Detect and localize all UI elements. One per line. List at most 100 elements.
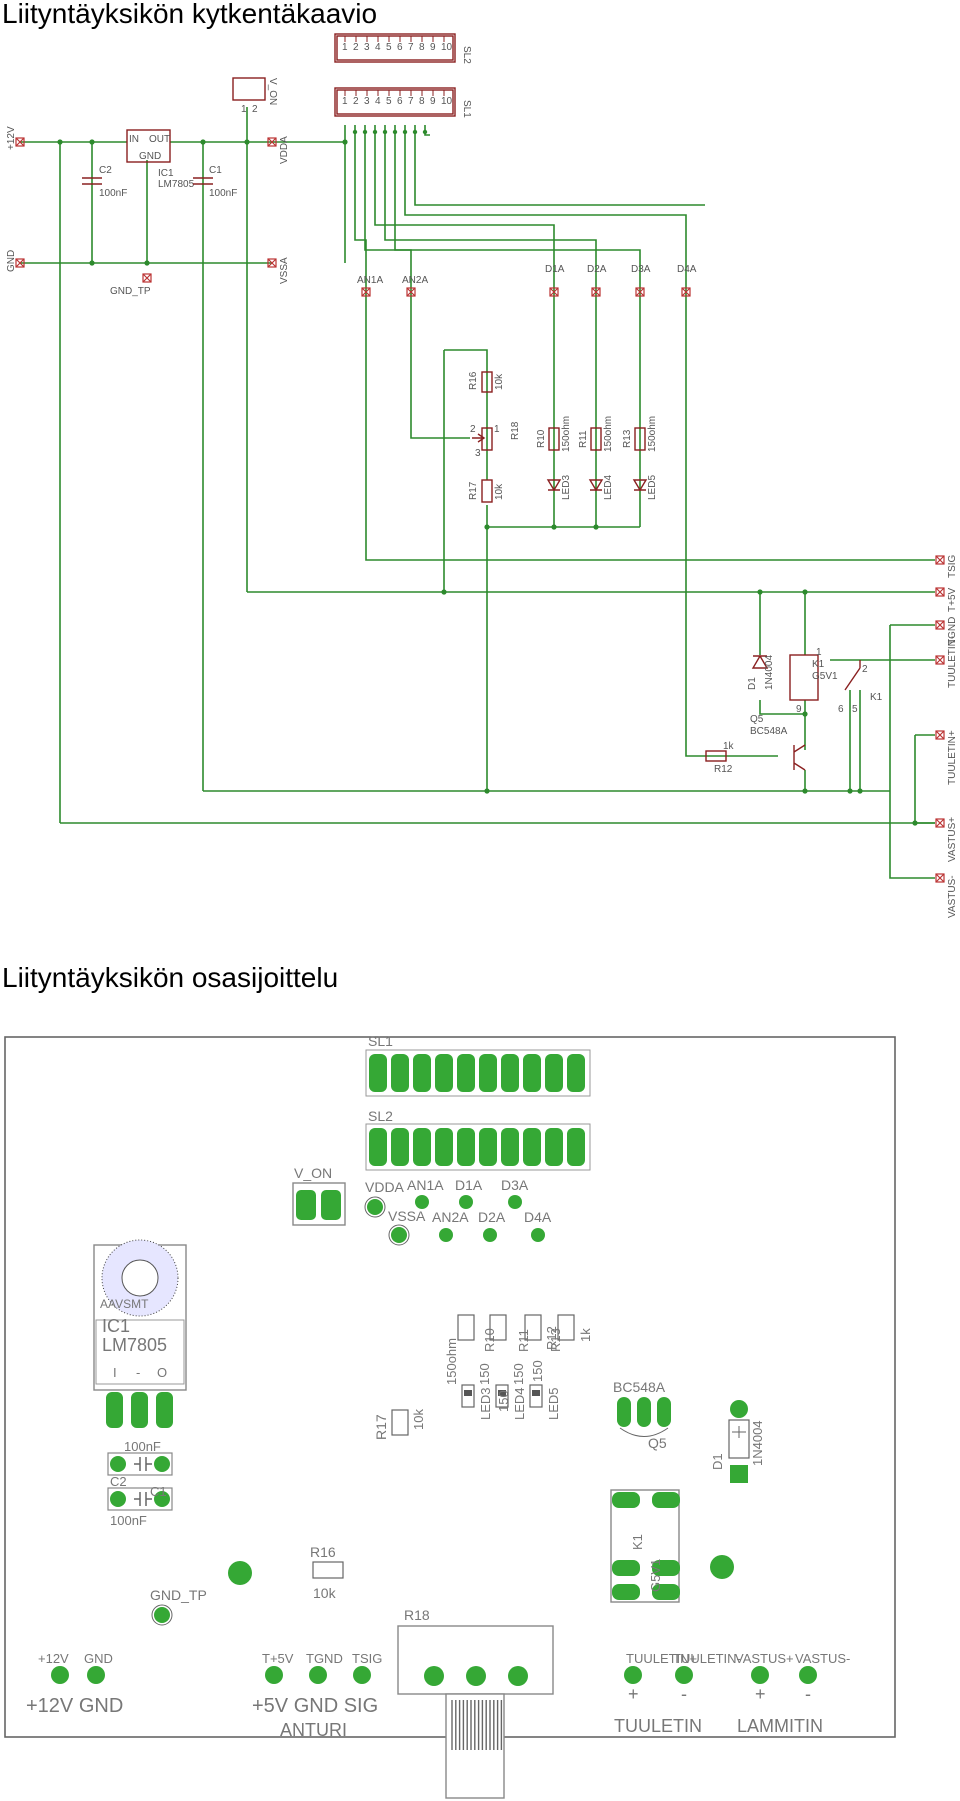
pcb-pad-t5v-label: T+5V bbox=[262, 1651, 294, 1666]
pcb-r12-value: 1k bbox=[578, 1328, 593, 1342]
pcb-leds bbox=[461, 1384, 543, 1408]
sl2-pad bbox=[501, 1128, 519, 1166]
pcb-vdda-label: VDDA bbox=[365, 1179, 405, 1195]
r12-symbol bbox=[705, 750, 727, 762]
k1-contact-symbol bbox=[844, 660, 861, 691]
v-on-pin-2: 2 bbox=[252, 104, 258, 115]
pcb-k1-part: G5V1 bbox=[648, 1559, 663, 1592]
right-terminal-tgnd: TGND bbox=[947, 617, 958, 645]
pcb-pad-tsig-label: TSIG bbox=[352, 1651, 382, 1666]
pcb-q5 bbox=[617, 1397, 671, 1437]
sl2-pin-10: 10 bbox=[441, 42, 453, 53]
sl2-label: SL2 bbox=[461, 46, 472, 64]
pcb-ic1-heatsink-text: AAVSMT bbox=[100, 1297, 149, 1311]
pcb-tp-d2a: D2A bbox=[478, 1209, 506, 1225]
sl2-pin-4: 4 bbox=[375, 42, 381, 53]
pcb-pad-tgnd-label: TGND bbox=[306, 1651, 343, 1666]
pcb-caps bbox=[107, 1452, 173, 1511]
sl2-pin-5: 5 bbox=[386, 42, 392, 53]
pcb-r16-ref: R16 bbox=[310, 1544, 336, 1560]
pcb-tp-an1a: AN1A bbox=[407, 1177, 444, 1193]
d1-part: 1N4004 bbox=[764, 655, 775, 690]
sl1-pad bbox=[501, 1054, 519, 1092]
right-terminal-tsig: TSIG bbox=[947, 554, 958, 578]
pcb-pad-vastus-plus-label: VASTUS+ bbox=[735, 1651, 794, 1666]
pcb-cap-top-value: 100nF bbox=[124, 1439, 161, 1454]
r17-value: 10k bbox=[494, 483, 505, 500]
r18-wiper bbox=[472, 433, 486, 443]
pcb-ic1-pad-2 bbox=[131, 1392, 148, 1428]
pcb-r16-value: 10k bbox=[313, 1585, 337, 1601]
pcb-anturi-label: ANTURI bbox=[280, 1720, 347, 1740]
pcb-r10-ref: R10 bbox=[482, 1328, 497, 1352]
d1-symbol bbox=[751, 654, 769, 669]
regulator-pin-out: OUT bbox=[149, 134, 170, 145]
sl2-pin-9: 9 bbox=[430, 42, 436, 53]
tp-an1a-label: AN1A bbox=[357, 275, 383, 286]
led5-symbol bbox=[632, 479, 648, 492]
regulator-pin-gnd: GND bbox=[139, 151, 161, 162]
sl1-pad bbox=[523, 1054, 541, 1092]
tp-d2a-label: D2A bbox=[587, 264, 607, 275]
r11-ref: R11 bbox=[578, 430, 589, 448]
pcb-led-mid-1: 150 bbox=[496, 1390, 511, 1412]
r10-ref: R10 bbox=[536, 429, 547, 448]
pot-pin-1: 1 bbox=[494, 424, 500, 435]
header-sl1 bbox=[334, 87, 456, 117]
sl2-pad bbox=[567, 1128, 585, 1166]
pcb-ic1-pad-3 bbox=[156, 1392, 173, 1428]
pcb-gnd-tp-pad bbox=[154, 1607, 170, 1623]
cap-c1-symbol bbox=[193, 177, 213, 185]
sl1-pad bbox=[413, 1054, 431, 1092]
right-terminal-vastus-plus: VASTUS+ bbox=[947, 817, 958, 862]
sl2-pin-7: 7 bbox=[408, 42, 414, 53]
sl1-pin-4: 4 bbox=[375, 96, 381, 107]
pcb-cap-c1: C1 bbox=[150, 1484, 167, 1499]
pcb-v-on-outline bbox=[292, 1182, 346, 1226]
k1-pin-9: 9 bbox=[796, 704, 802, 715]
pcb-ic1-body bbox=[93, 1239, 187, 1391]
sl2-pin-6: 6 bbox=[397, 42, 403, 53]
r17-ref: R17 bbox=[468, 481, 479, 500]
q5-part: BC548A bbox=[750, 726, 788, 737]
right-terminal-tuuletin-plus: TUULETIN+ bbox=[947, 730, 958, 785]
pcb-vdda-pad bbox=[367, 1199, 383, 1215]
pcb-r12-ref: R12 bbox=[544, 1326, 559, 1350]
pcb-d1 bbox=[728, 1400, 750, 1483]
sl2-pad bbox=[479, 1128, 497, 1166]
tp-an2a-label: AN2A bbox=[402, 275, 428, 286]
pcb-pad-vastus-plus bbox=[751, 1666, 769, 1684]
pcb-tuuletin-label: TUULETIN bbox=[614, 1716, 702, 1736]
pcb-pad-tsig bbox=[353, 1666, 371, 1684]
pcb-led5-label: LED5 bbox=[546, 1387, 561, 1420]
pcb-sign-vastus-minus: - bbox=[805, 1684, 811, 1704]
pcb-bottom-text-left: +12V GND bbox=[26, 1695, 123, 1717]
pcb-sign-tuuletin-plus: + bbox=[628, 1684, 639, 1704]
sl1-pad bbox=[545, 1054, 563, 1092]
pcb-r17-body bbox=[391, 1409, 409, 1436]
pcb-sl1-label: SL1 bbox=[368, 1033, 393, 1049]
sl1-pin-8: 8 bbox=[419, 96, 425, 107]
pcb-r18-knob-ridges bbox=[451, 1700, 503, 1750]
pcb-pad-12v bbox=[51, 1666, 69, 1684]
sl1-pin-2: 2 bbox=[353, 96, 359, 107]
pcb-r17-value: 10k bbox=[411, 1409, 426, 1430]
sl2-pin-8: 8 bbox=[419, 42, 425, 53]
terminal-markers bbox=[15, 137, 945, 883]
pcb-r18-ref: R18 bbox=[404, 1607, 430, 1623]
pcb-pad-t5v bbox=[265, 1666, 283, 1684]
pcb-led3-label: LED3 bbox=[478, 1387, 493, 1420]
pcb-v-on-pad-2 bbox=[321, 1190, 341, 1220]
pcb-pad-tuuletin-minus-label: TUULETIN- bbox=[673, 1651, 741, 1666]
tp-d4a-label: D4A bbox=[677, 264, 697, 275]
r13-symbol bbox=[634, 427, 646, 451]
cap-c2-value: 100nF bbox=[99, 188, 127, 199]
v-on-connector bbox=[232, 77, 266, 101]
pcb-r13-ref: R13 bbox=[548, 1328, 563, 1352]
r11-value: 150ohm bbox=[603, 416, 614, 452]
left-terminal-12v: +12V bbox=[6, 126, 17, 150]
pcb-sign-vastus-plus: + bbox=[755, 1684, 766, 1704]
pcb-bottom-text-mid: +5V GND SIG bbox=[252, 1695, 378, 1717]
led5-label: LED5 bbox=[647, 475, 658, 500]
